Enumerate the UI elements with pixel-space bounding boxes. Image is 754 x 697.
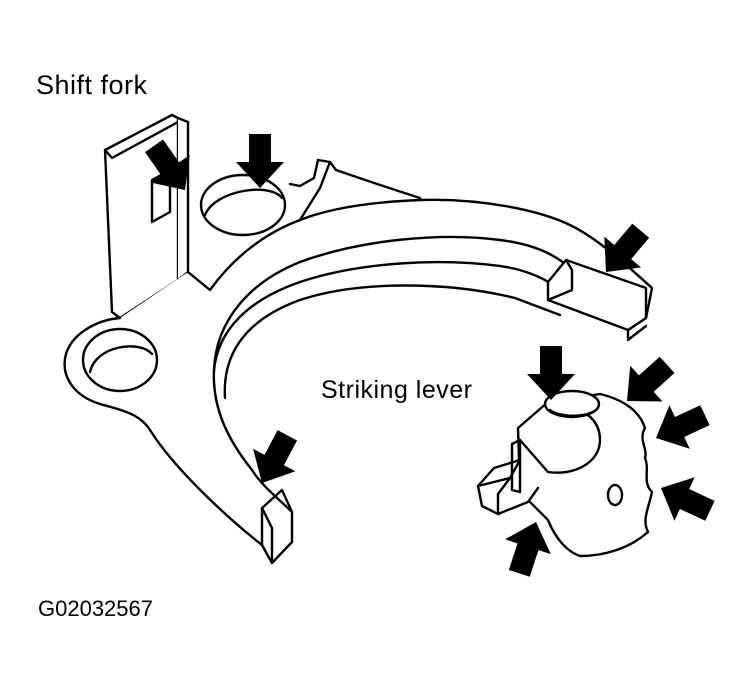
arrow-icon xyxy=(650,466,721,533)
figure-code: G02032567 xyxy=(38,596,153,621)
striking-lever-label: Striking lever xyxy=(321,376,473,404)
striking-lever-part xyxy=(476,389,654,558)
arrow-icon xyxy=(645,393,716,460)
lever-side-hole xyxy=(606,483,624,507)
shift-fork-label: Shift fork xyxy=(36,70,148,100)
fork-body xyxy=(63,198,654,565)
lever-block xyxy=(516,392,654,558)
lever-shank xyxy=(476,458,540,516)
shift-fork-part xyxy=(63,113,654,565)
fork-boss-hole xyxy=(81,327,159,393)
